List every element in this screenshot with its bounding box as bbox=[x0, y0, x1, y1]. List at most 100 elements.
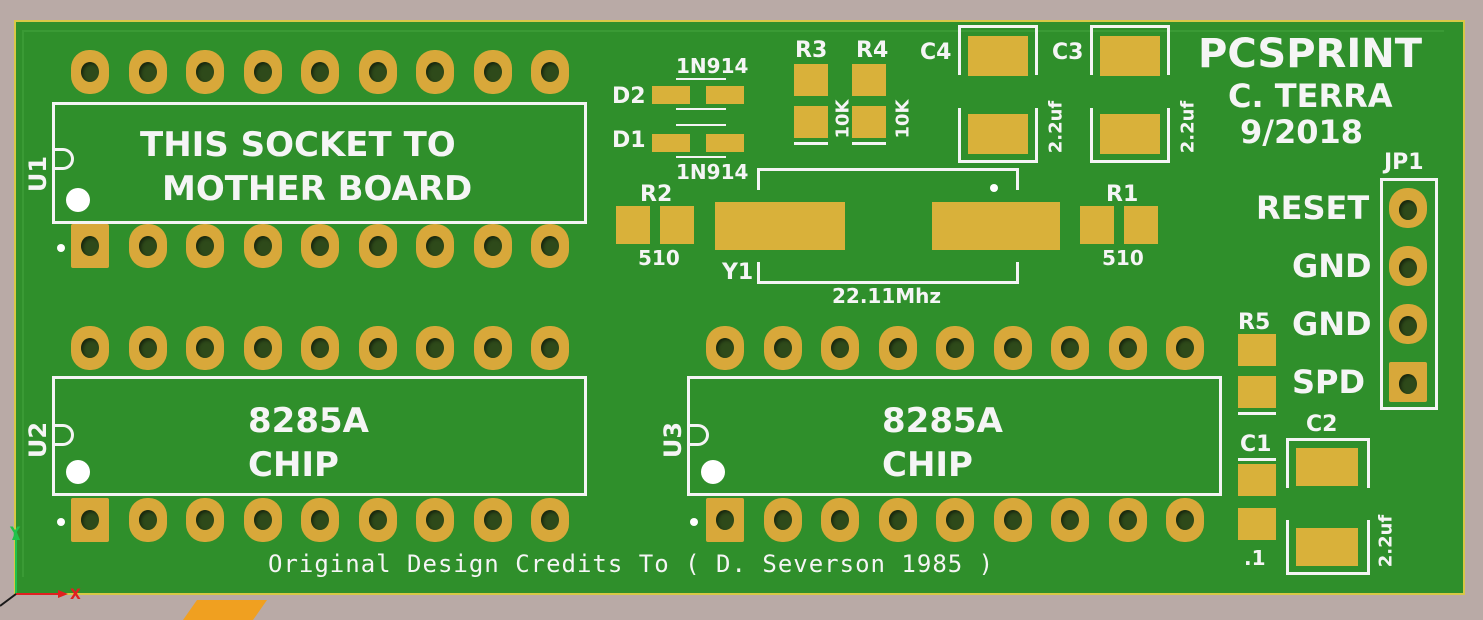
r2-pad-right bbox=[660, 206, 694, 244]
jp1-label-reset: RESET bbox=[1256, 189, 1370, 227]
r5-pad-bottom bbox=[1238, 376, 1276, 408]
d2-outline-top bbox=[676, 78, 726, 80]
c4-value: 2.2uf bbox=[1045, 100, 1067, 154]
u2-top-pin-9 bbox=[531, 326, 569, 370]
u1-pin-dot bbox=[57, 244, 65, 252]
c3-outline-bottom bbox=[1090, 160, 1170, 163]
y1-outline-tr bbox=[1016, 168, 1019, 190]
u1-top-pin-6 bbox=[358, 50, 397, 94]
u2-bottom-pin-9 bbox=[531, 498, 569, 542]
u2-pin1-marker bbox=[66, 460, 90, 484]
y1-outline-bl bbox=[757, 262, 760, 284]
r4-pad-bottom bbox=[852, 106, 886, 138]
u2-bottom-pin-1 bbox=[71, 498, 109, 542]
d1-value: 1N914 bbox=[676, 160, 749, 184]
u3-top-pin-4 bbox=[878, 326, 917, 370]
c2-pad-bottom bbox=[1296, 528, 1358, 566]
u3-top-pin-9 bbox=[1166, 326, 1204, 370]
r4-value: 10K bbox=[892, 99, 914, 139]
u1-bottom-pin-5 bbox=[301, 224, 339, 268]
u3-pin-dot bbox=[690, 518, 698, 526]
u3-top-pin-3 bbox=[821, 326, 859, 370]
r3-underline bbox=[794, 142, 828, 145]
c4-outline-bottom bbox=[958, 160, 1038, 163]
c2-outline-top bbox=[1286, 438, 1370, 441]
u1-label-line1: THIS SOCKET TO bbox=[140, 125, 456, 165]
c4-outline-left-upper bbox=[958, 25, 961, 75]
u1-bottom-pin-4 bbox=[243, 224, 282, 268]
c2-outline-bottom bbox=[1286, 572, 1370, 575]
c1-pad-top bbox=[1238, 464, 1276, 496]
u3-bottom-pin-1 bbox=[706, 498, 744, 542]
u2-pin-dot bbox=[57, 518, 65, 526]
u1-top-pin-1 bbox=[71, 50, 109, 94]
c2-outline-right-upper bbox=[1367, 438, 1370, 488]
c3-ref: C3 bbox=[1052, 40, 1084, 65]
u3-top-pin-1 bbox=[706, 326, 744, 370]
d2-outline-bottom bbox=[676, 108, 726, 110]
r2-ref: R2 bbox=[640, 182, 673, 207]
c2-outline-left-lower bbox=[1286, 520, 1289, 575]
jp1-pin-1 bbox=[1389, 188, 1427, 228]
r3-pad-top bbox=[794, 64, 828, 96]
u2-bottom-pin-7 bbox=[416, 498, 454, 542]
u2-bottom-pin-3 bbox=[186, 498, 224, 542]
u2-bottom-pin-8 bbox=[473, 498, 512, 542]
u3-bottom-pin-7 bbox=[1051, 498, 1089, 542]
u1-ref: U1 bbox=[24, 155, 53, 193]
jp1-label-gnd-2: GND bbox=[1292, 305, 1372, 343]
d2-ref: D2 bbox=[612, 84, 646, 109]
jp1-ref: JP1 bbox=[1384, 150, 1424, 175]
u2-notch bbox=[52, 424, 74, 446]
u2-label-line1: 8285A bbox=[248, 401, 369, 441]
y-axis-label: Y bbox=[10, 525, 21, 541]
u2-bottom-pin-6 bbox=[358, 498, 397, 542]
u2-top-pin-3 bbox=[186, 326, 224, 370]
r5-underline bbox=[1238, 412, 1276, 415]
c3-outline-left-upper bbox=[1090, 25, 1093, 75]
c1-pad-bottom bbox=[1238, 508, 1276, 540]
u3-bottom-pin-4 bbox=[878, 498, 917, 542]
u3-pin1-marker bbox=[701, 460, 725, 484]
u2-label-line2: CHIP bbox=[248, 445, 339, 485]
r4-ref: R4 bbox=[856, 38, 889, 63]
u2-bottom-pin-4 bbox=[243, 498, 282, 542]
r1-pad-left bbox=[1080, 206, 1114, 244]
u1-bottom-pin-6 bbox=[358, 224, 397, 268]
d1-outline-top bbox=[676, 124, 726, 126]
c4-pad-bottom bbox=[968, 114, 1028, 154]
u3-top-pin-8 bbox=[1108, 326, 1147, 370]
c1-ref: C1 bbox=[1240, 432, 1272, 457]
board-inner-outline bbox=[22, 30, 1444, 577]
r3-ref: R3 bbox=[795, 38, 828, 63]
c2-outline-left-upper bbox=[1286, 438, 1289, 488]
c3-outline-top bbox=[1090, 25, 1170, 28]
u3-ref: U3 bbox=[659, 421, 688, 459]
view-axes-gizmo bbox=[0, 530, 68, 607]
y1-outline-br bbox=[1016, 262, 1019, 284]
y1-outline-top bbox=[757, 168, 1019, 171]
jp1-outline bbox=[1380, 178, 1438, 410]
u3-top-pin-2 bbox=[763, 326, 802, 370]
u1-bottom-pin-8 bbox=[473, 224, 512, 268]
u3-label-line1: 8285A bbox=[882, 401, 1003, 441]
u1-bottom-pin-1 bbox=[71, 224, 109, 268]
u1-top-pin-2 bbox=[128, 50, 167, 94]
u3-bottom-pin-5 bbox=[936, 498, 974, 542]
c2-pad-top bbox=[1296, 448, 1358, 486]
u1-top-pin-8 bbox=[473, 50, 512, 94]
u1-notch bbox=[52, 148, 74, 170]
y1-value: 22.11Mhz bbox=[832, 284, 942, 308]
u3-top-pin-7 bbox=[1051, 326, 1089, 370]
r5-pad-top bbox=[1238, 334, 1276, 366]
c3-pad-top bbox=[1100, 36, 1160, 76]
d2-pad-left bbox=[652, 86, 690, 104]
u2-top-pin-6 bbox=[358, 326, 397, 370]
u3-bottom-pin-3 bbox=[821, 498, 859, 542]
u3-bottom-pin-2 bbox=[763, 498, 802, 542]
board-date: 9/2018 bbox=[1240, 113, 1364, 151]
r3-pad-bottom bbox=[794, 106, 828, 138]
u2-top-pin-2 bbox=[128, 326, 167, 370]
d2-pad-right bbox=[706, 86, 744, 104]
